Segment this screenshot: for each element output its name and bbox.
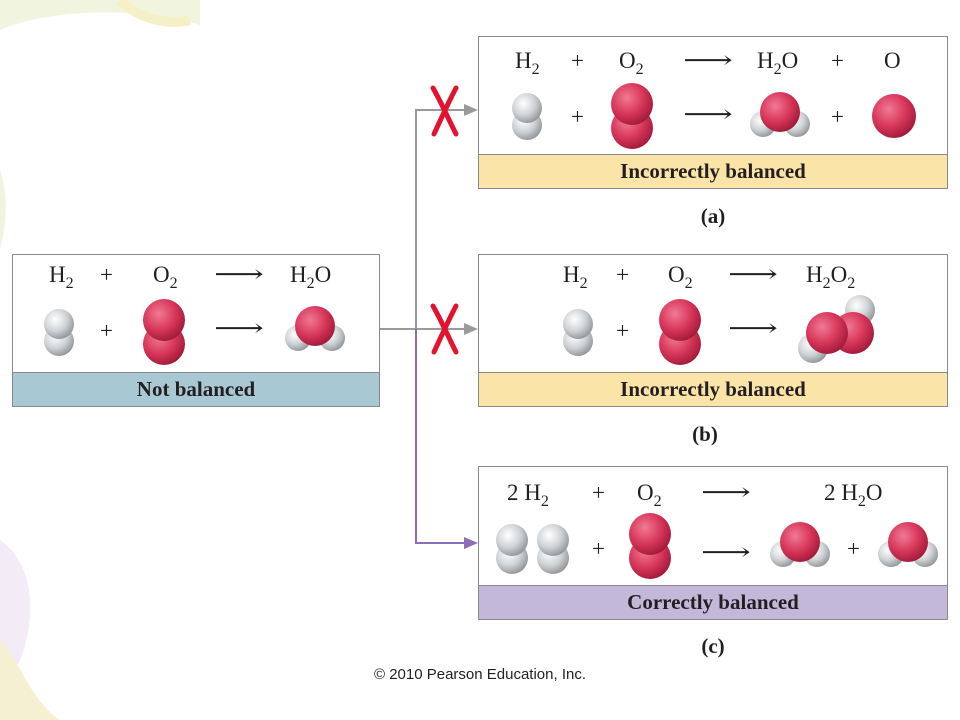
correctly-balanced-label: Correctly balanced bbox=[479, 585, 947, 619]
o2-formula: O2 bbox=[619, 48, 644, 78]
o2-formula: O2 bbox=[668, 262, 693, 292]
o2-formula: O2 bbox=[637, 480, 662, 510]
panel-a: H2 + O2 ⟶ H2O + O + ⟶ + Incorrectly bala… bbox=[478, 36, 948, 189]
reaction-arrow: ⟶ bbox=[728, 316, 778, 342]
plus-sign: + bbox=[616, 318, 629, 343]
o2-molecule bbox=[659, 299, 701, 365]
plus-sign: + bbox=[616, 262, 629, 287]
plus-sign: + bbox=[571, 104, 584, 129]
water-molecule bbox=[878, 522, 938, 567]
water-formula: H2O bbox=[757, 48, 799, 78]
reaction-arrow: ⟶ bbox=[728, 262, 778, 288]
plus-sign: + bbox=[847, 536, 860, 561]
unbalanced-panel: H2 + O2 ⟶ H2O + ⟶ Not balanced bbox=[12, 254, 380, 407]
water-formula: H2O bbox=[290, 262, 332, 292]
panel-c: 2 H2 + O2 ⟶ 2 H2O + ⟶ + Correctly balanc… bbox=[478, 466, 948, 620]
caption-a: (a) bbox=[700, 204, 726, 228]
oxygen-atom-formula: O bbox=[884, 48, 901, 73]
plus-sign: + bbox=[831, 104, 844, 129]
plus-sign: + bbox=[831, 48, 844, 73]
copyright-notice: © 2010 Pearson Education, Inc. bbox=[373, 666, 587, 683]
2h2o-formula: 2 H2O bbox=[824, 480, 883, 510]
h2-molecule bbox=[537, 524, 569, 574]
reaction-arrow: ⟶ bbox=[683, 102, 733, 128]
plus-sign: + bbox=[100, 318, 113, 343]
water-molecule bbox=[770, 522, 830, 567]
h2-molecule bbox=[563, 309, 593, 356]
oxygen-atom bbox=[872, 94, 916, 138]
hydrogen-peroxide-formula: H2O2 bbox=[806, 262, 856, 292]
h2-molecule bbox=[496, 524, 528, 574]
water-molecule bbox=[750, 92, 810, 137]
o2-molecule bbox=[629, 513, 671, 579]
o2-molecule bbox=[611, 83, 653, 149]
plus-sign: + bbox=[100, 262, 113, 287]
h2-molecule bbox=[512, 93, 542, 140]
plus-sign: + bbox=[571, 48, 584, 73]
not-balanced-label: Not balanced bbox=[13, 372, 379, 406]
caption-c: (c) bbox=[701, 634, 725, 658]
h2-formula: H2 bbox=[563, 262, 588, 292]
panel-b: H2 + O2 ⟶ H2O2 + ⟶ Incorrectly balanced bbox=[478, 254, 948, 407]
caption-b: (b) bbox=[692, 422, 718, 446]
reaction-arrow: ⟶ bbox=[683, 48, 733, 74]
hydrogen-peroxide-molecule bbox=[798, 295, 875, 363]
incorrectly-balanced-label: Incorrectly balanced bbox=[479, 372, 947, 406]
reaction-arrow: ⟶ bbox=[214, 262, 264, 288]
h2-formula: H2 bbox=[49, 262, 74, 292]
reaction-arrow: ⟶ bbox=[214, 316, 264, 342]
plus-sign: + bbox=[592, 536, 605, 561]
water-molecule bbox=[285, 306, 345, 351]
plus-sign: + bbox=[592, 480, 605, 505]
h2-formula: H2 bbox=[515, 48, 540, 78]
reaction-arrow: ⟶ bbox=[701, 540, 751, 566]
incorrectly-balanced-label: Incorrectly balanced bbox=[479, 154, 947, 188]
o2-formula: O2 bbox=[153, 262, 178, 292]
2h2-formula: 2 H2 bbox=[507, 480, 549, 510]
o2-molecule bbox=[143, 299, 185, 365]
reaction-arrow: ⟶ bbox=[701, 480, 751, 506]
h2-molecule bbox=[44, 309, 74, 356]
